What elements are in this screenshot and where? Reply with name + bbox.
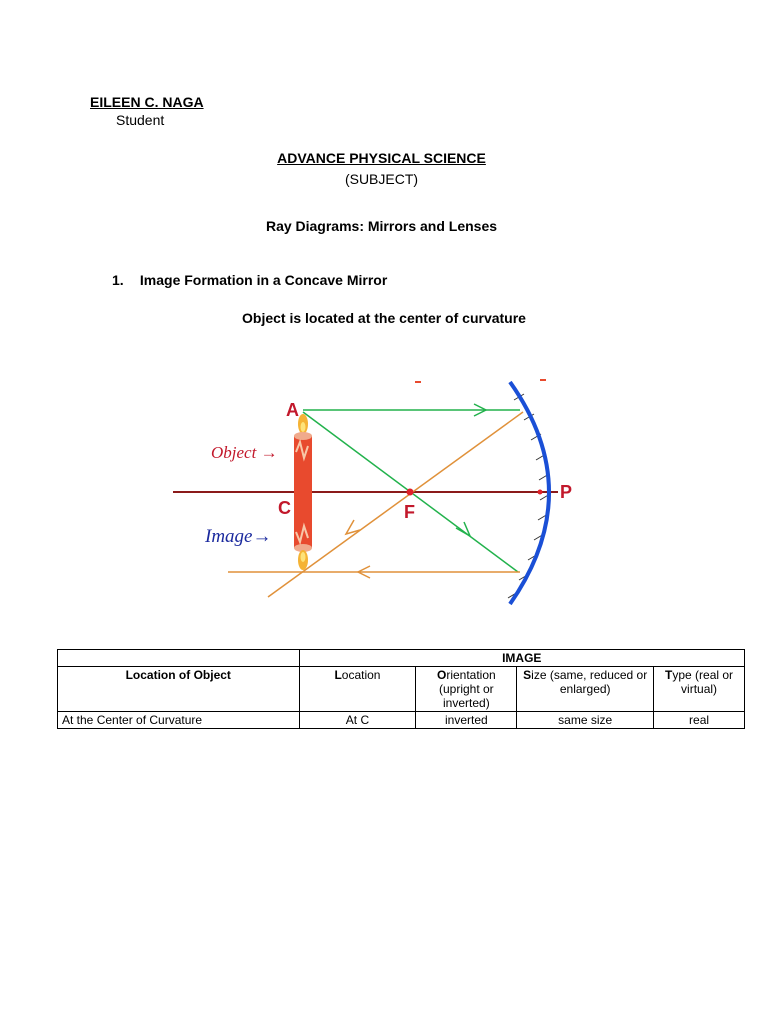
image-candle [294, 492, 312, 570]
header-location-of-object: Location of Object [57, 666, 300, 712]
header-type: Type (real or virtual) [653, 666, 745, 712]
subject-note: (SUBJECT) [344, 171, 419, 187]
object-candle [294, 414, 312, 492]
label-a: A [286, 400, 299, 420]
label-image: Image→ [204, 526, 271, 547]
label-object: Object → [211, 443, 278, 462]
concave-mirror-ray-diagram: A C F P Object → Image→ [173, 379, 572, 606]
concave-mirror [508, 380, 551, 606]
table-group-row: IMAGE [57, 649, 746, 667]
cell-type: real [653, 711, 745, 729]
header-orientation: Orientation (upright or inverted) [415, 666, 518, 712]
mirror-hatching [507, 393, 551, 599]
header-size: Size (same, reduced or enlarged) [516, 666, 655, 712]
section-number: 1. [112, 272, 124, 288]
document-title: Ray Diagrams: Mirrors and Lenses [265, 218, 498, 234]
results-table: IMAGE Location of Object Location Orient… [57, 649, 746, 729]
section-heading: 1. Image Formation in a Concave Mirror [112, 272, 387, 288]
pole-point [537, 489, 543, 495]
label-p: P [560, 482, 572, 502]
focus-point [406, 488, 414, 496]
label-c: C [278, 498, 291, 518]
section-title: Image Formation in a Concave Mirror [139, 272, 388, 288]
case-caption: Object is located at the center of curva… [242, 310, 526, 326]
author-role: Student [116, 112, 165, 128]
author-name: EILEEN C. NAGA [90, 94, 204, 110]
subject-title: ADVANCE PHYSICAL SCIENCE [277, 150, 486, 166]
cell-location: At C [298, 711, 417, 729]
cell-size: same size [516, 711, 655, 729]
cell-object: At the Center of Curvature [57, 711, 300, 729]
reflected-ray-through-focus [267, 411, 524, 598]
empty-header-cell [57, 649, 300, 667]
label-f: F [404, 502, 415, 522]
table-header-row: Location of Object Location Orientation … [57, 666, 745, 712]
header-location: Location [298, 666, 417, 712]
image-group-header: IMAGE [298, 649, 746, 667]
cell-orientation: inverted [415, 711, 518, 729]
table-row: At the Center of Curvature At C inverted… [57, 711, 745, 729]
